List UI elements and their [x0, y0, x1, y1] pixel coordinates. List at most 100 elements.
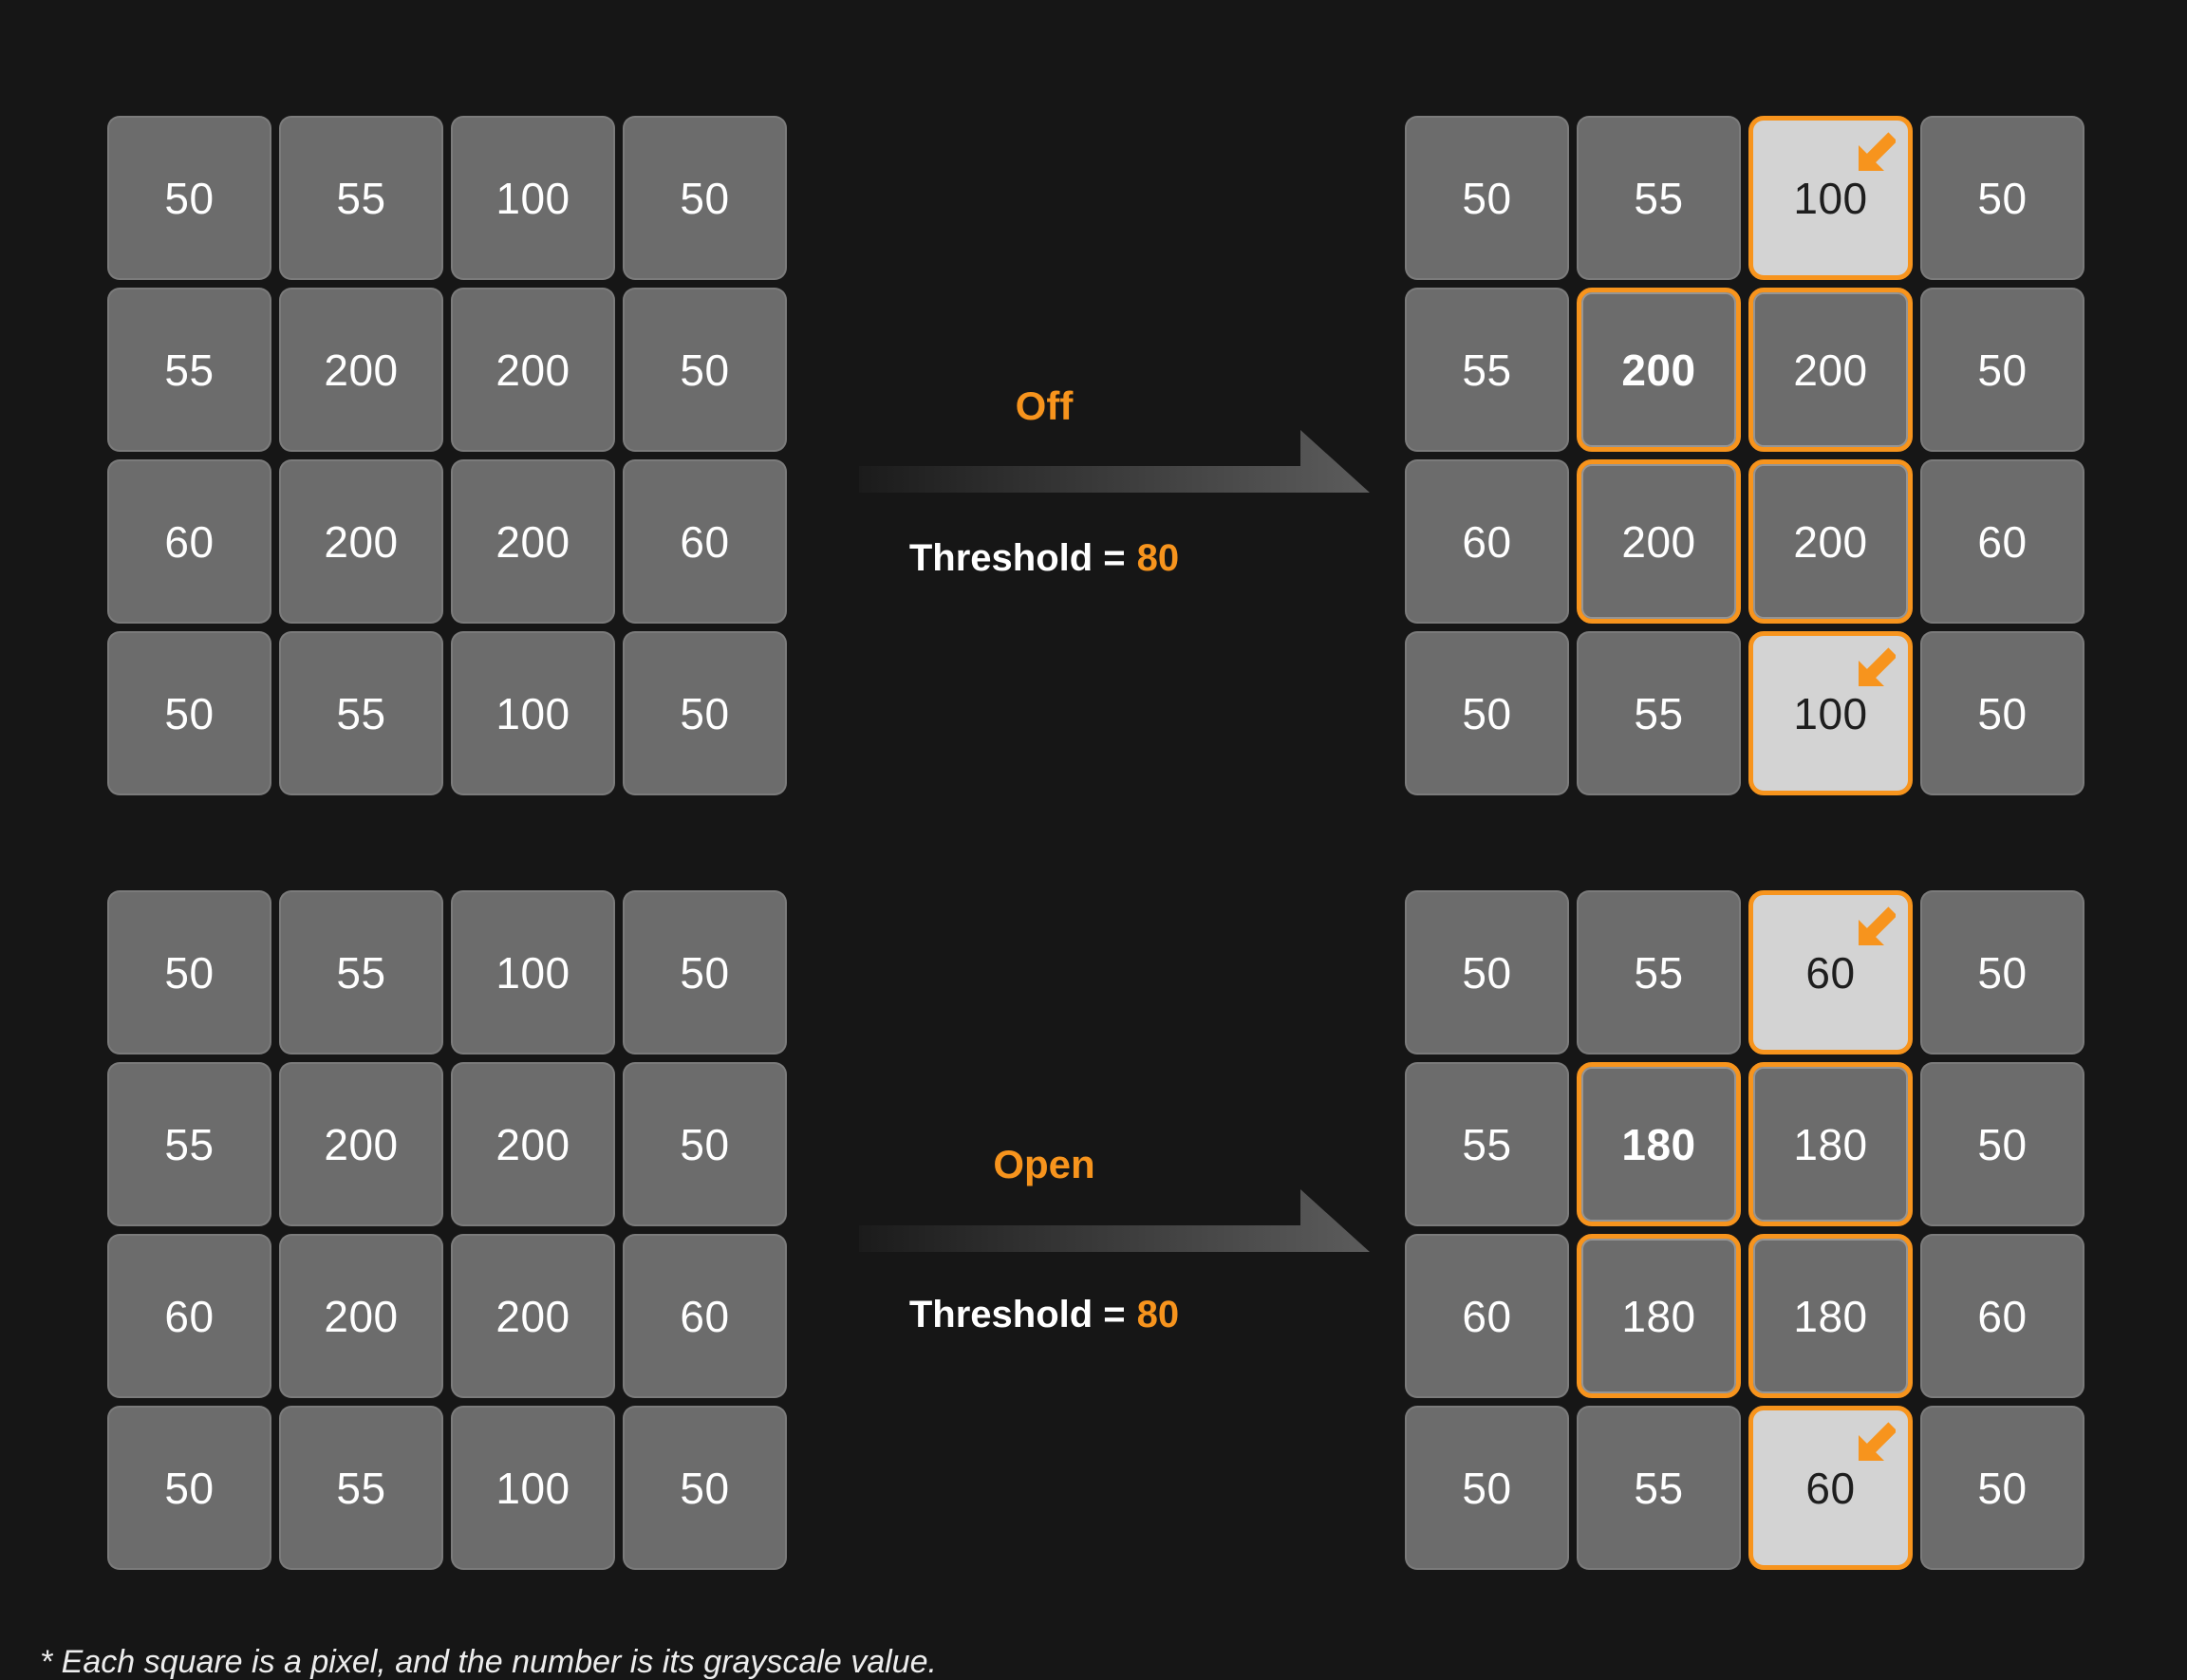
- pixel-cell: 55: [1577, 1406, 1741, 1570]
- pixel-cell: 55: [279, 116, 443, 280]
- pixel-cell: 60: [1405, 459, 1569, 624]
- threshold-label: Threshold =: [908, 537, 1126, 579]
- pixel-cell: 200: [451, 1234, 615, 1398]
- pixel-value: 50: [680, 345, 730, 395]
- pixel-value: 50: [680, 1463, 730, 1513]
- pixel-value: 50: [680, 947, 730, 998]
- pixel-value: 50: [1977, 173, 2028, 223]
- pixel-cell: 200: [451, 288, 615, 452]
- pixel-value: 200: [1793, 345, 1868, 395]
- pixel-cell: 60: [1748, 890, 1913, 1055]
- pixel-value: 55: [336, 173, 386, 223]
- pixel-value: 100: [495, 947, 570, 998]
- pixel-cell: 200: [1748, 459, 1913, 624]
- pixel-cell: 180: [1748, 1234, 1913, 1398]
- pixel-cell: 180: [1577, 1062, 1741, 1226]
- pixel-cell: 60: [623, 1234, 787, 1398]
- pixel-value: 55: [164, 1119, 215, 1169]
- pixel-value: 180: [1793, 1291, 1868, 1341]
- pixel-value: 50: [164, 688, 215, 738]
- pixel-value: 60: [680, 1291, 730, 1341]
- pixel-value: 200: [324, 345, 399, 395]
- pixel-cell: 50: [623, 1406, 787, 1570]
- pixel-value: 200: [324, 1291, 399, 1341]
- pixel-value: 50: [680, 1119, 730, 1169]
- pixel-cell: 50: [107, 116, 271, 280]
- pixel-value: 60: [1805, 947, 1856, 998]
- mode-label-open: Open: [993, 1142, 1095, 1186]
- pixel-cell: 50: [1920, 116, 2084, 280]
- pixel-cell: 55: [1577, 890, 1741, 1055]
- footnote: * Each square is a pixel, and the number…: [40, 1644, 937, 1680]
- pixel-value: 200: [495, 1291, 570, 1341]
- pixel-cell: 50: [1405, 116, 1569, 280]
- pixel-value: 50: [1977, 1119, 2028, 1169]
- pixel-cell: 100: [451, 1406, 615, 1570]
- pixel-value: 60: [1462, 1291, 1512, 1341]
- pixel-cell: 50: [623, 288, 787, 452]
- pixel-value: 200: [1793, 516, 1868, 567]
- pixel-value: 50: [164, 1463, 215, 1513]
- diagonal-arrow-icon: [1859, 647, 1896, 686]
- pixel-cell: 50: [1405, 1406, 1569, 1570]
- pixel-cell: 50: [107, 1406, 271, 1570]
- pixel-value: 180: [1621, 1291, 1696, 1341]
- pixel-cell: 60: [107, 1234, 271, 1398]
- pixel-value: 200: [1621, 516, 1696, 567]
- pixel-cell: 55: [1577, 631, 1741, 795]
- pixel-cell: 100: [451, 116, 615, 280]
- pixel-cell: 50: [1405, 890, 1569, 1055]
- pixel-value: 55: [1634, 1463, 1684, 1513]
- pixel-cell: 50: [107, 631, 271, 795]
- pixel-cell: 50: [1920, 288, 2084, 452]
- pixel-value: 50: [1977, 688, 2028, 738]
- pixel-value: 100: [495, 688, 570, 738]
- pixel-cell: 50: [1920, 890, 2084, 1055]
- pixel-value: 100: [495, 173, 570, 223]
- pixel-cell: 200: [451, 1062, 615, 1226]
- pixel-cell: 55: [1405, 1062, 1569, 1226]
- pixel-value: 55: [336, 1463, 386, 1513]
- pixel-value: 55: [336, 947, 386, 998]
- pixel-value: 50: [680, 688, 730, 738]
- pixel-cell: 55: [1405, 288, 1569, 452]
- pixel-cell: 100: [451, 631, 615, 795]
- pixel-cell: 50: [623, 1062, 787, 1226]
- pixel-value: 100: [495, 1463, 570, 1513]
- pixel-cell: 200: [1577, 288, 1741, 452]
- diagonal-arrow-icon: [1859, 1422, 1896, 1461]
- pixel-value: 60: [164, 1291, 215, 1341]
- pixel-cell: 55: [107, 288, 271, 452]
- pixel-cell: 200: [1577, 459, 1741, 624]
- pixel-value: 100: [1793, 173, 1868, 223]
- pixel-cell: 60: [1920, 459, 2084, 624]
- pixel-value: 55: [1634, 947, 1684, 998]
- pixel-cell: 60: [1405, 1234, 1569, 1398]
- pixel-value: 100: [1793, 688, 1868, 738]
- pixel-value: 60: [1977, 1291, 2028, 1341]
- pixel-cell: 60: [1748, 1406, 1913, 1570]
- pixel-value: 50: [1977, 947, 2028, 998]
- pixel-value: 55: [336, 688, 386, 738]
- pixel-cell: 50: [107, 890, 271, 1055]
- pixel-cell: 200: [279, 288, 443, 452]
- pixel-cell: 50: [1920, 1406, 2084, 1570]
- pixel-value: 200: [495, 345, 570, 395]
- pixel-value: 200: [495, 1119, 570, 1169]
- pixel-value: 55: [1634, 688, 1684, 738]
- pixel-cell: 100: [451, 890, 615, 1055]
- pixel-cell: 100: [1748, 631, 1913, 795]
- pixel-cell: 55: [279, 1406, 443, 1570]
- mode-label-off: Off: [1015, 383, 1074, 428]
- pixel-cell: 55: [279, 631, 443, 795]
- pixel-cell: 55: [1577, 116, 1741, 280]
- pixel-cell: 50: [623, 890, 787, 1055]
- right-arrow-icon: [859, 1189, 1370, 1252]
- threshold-value: 80: [1136, 537, 1180, 579]
- pixel-cell: 50: [623, 631, 787, 795]
- pixel-cell: 200: [279, 1234, 443, 1398]
- pixel-value: 50: [164, 947, 215, 998]
